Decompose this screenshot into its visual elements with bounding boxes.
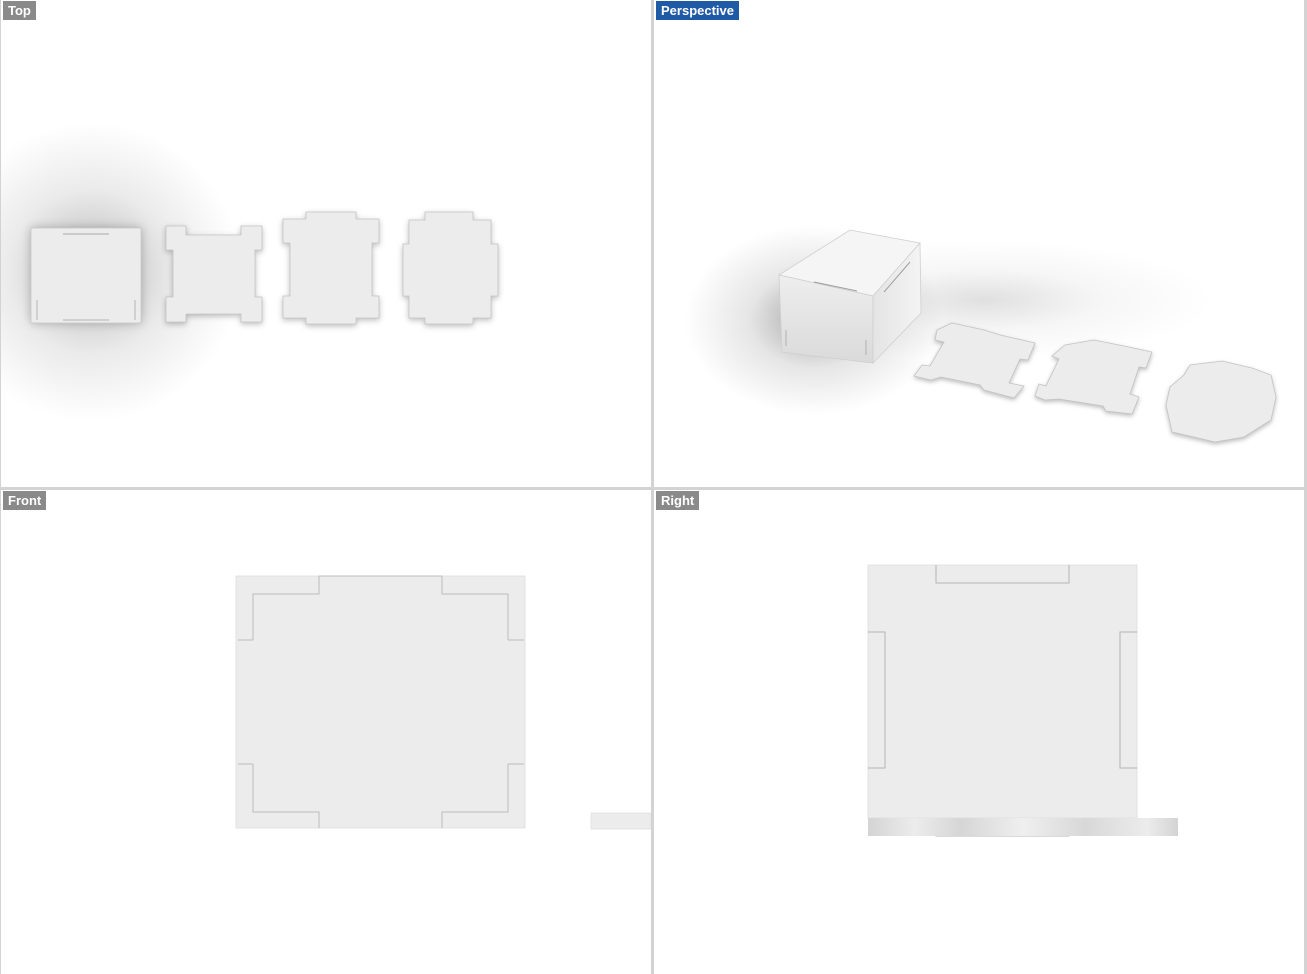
- perspective-view-canvas: [684, 225, 1277, 443]
- flat-panel-1[interactable]: [165, 225, 263, 323]
- flat-panel-1-3d[interactable]: [913, 322, 1036, 399]
- perspective-viewport-label[interactable]: Perspective: [656, 1, 739, 20]
- right-viewport-label[interactable]: Right: [656, 491, 700, 510]
- flat-panel-3[interactable]: [402, 211, 499, 325]
- assembled-box-topview[interactable]: [30, 227, 142, 324]
- front-viewport[interactable]: Front: [1, 490, 651, 974]
- box-front-elevation[interactable]: [235, 575, 526, 829]
- flat-panels-edge-on[interactable]: [590, 812, 651, 830]
- right-view-canvas: [867, 564, 1178, 837]
- right-viewport[interactable]: Right: [654, 490, 1304, 974]
- perspective-viewport[interactable]: Perspective: [654, 0, 1304, 487]
- flat-panel-3-3d[interactable]: [1165, 360, 1277, 443]
- flat-panel-2[interactable]: [282, 211, 380, 325]
- top-viewport-label[interactable]: Top: [3, 1, 36, 20]
- top-view-canvas: [1, 122, 499, 422]
- flat-panels-edge-on[interactable]: [868, 818, 1178, 836]
- flat-panel-2-3d[interactable]: [1034, 339, 1153, 415]
- box-side-elevation[interactable]: [867, 564, 1138, 837]
- assembled-box-3d[interactable]: [777, 229, 922, 364]
- top-viewport[interactable]: Top: [1, 0, 651, 487]
- front-view-canvas: [235, 575, 651, 830]
- front-viewport-label[interactable]: Front: [3, 491, 47, 510]
